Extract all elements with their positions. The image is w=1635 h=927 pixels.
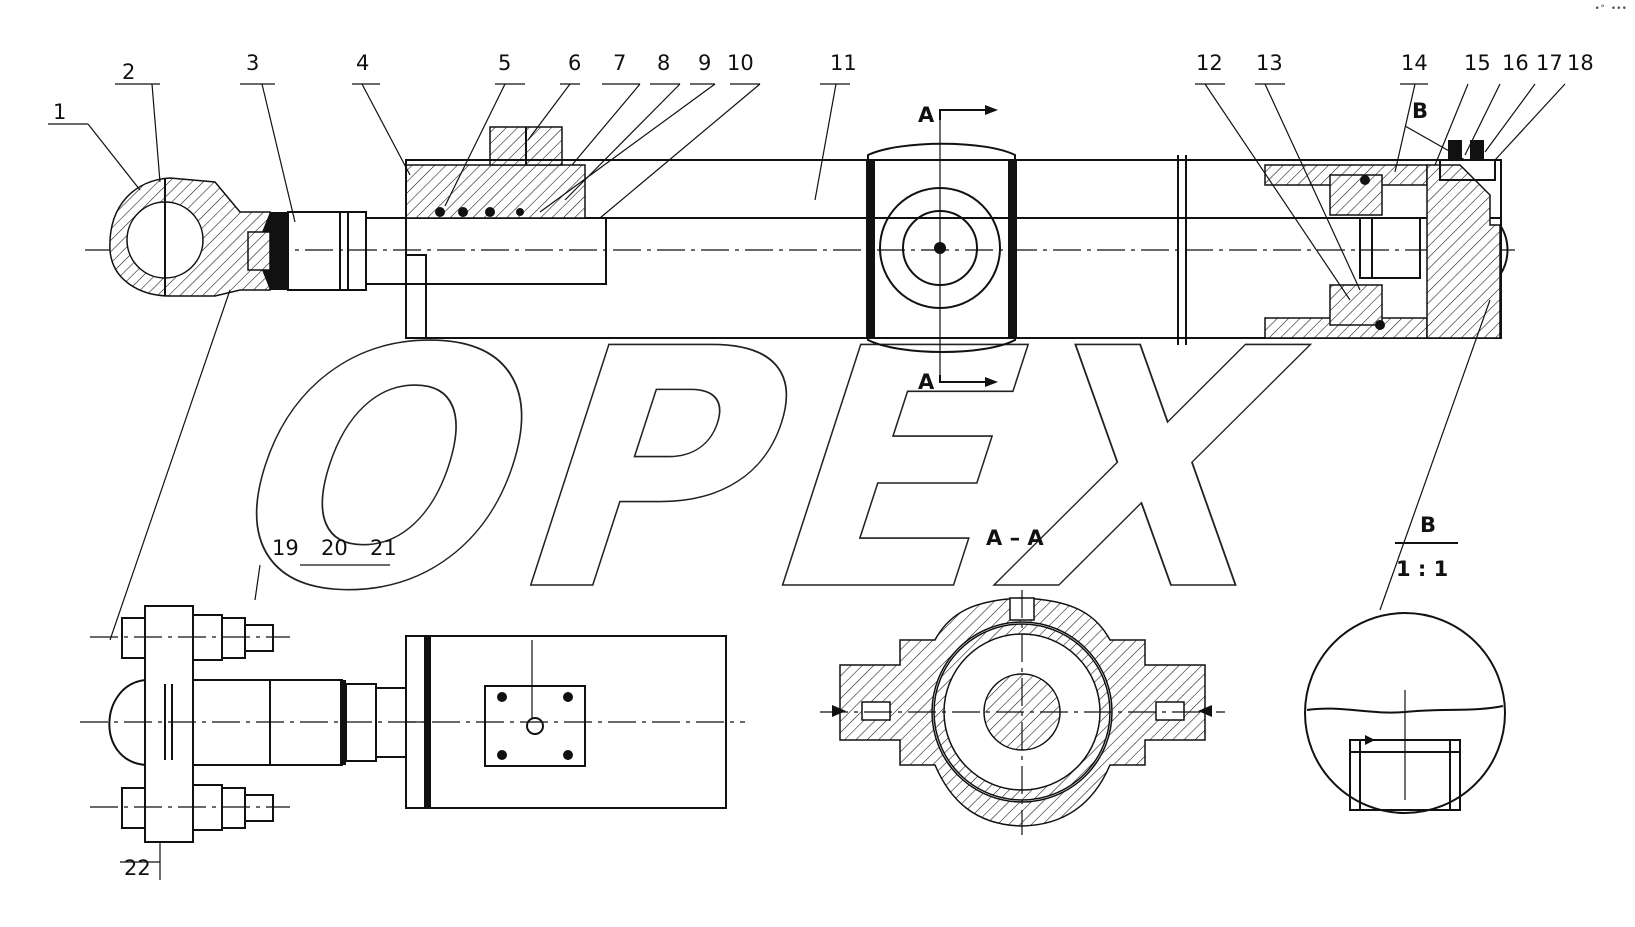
part-label-19: 19	[272, 536, 299, 560]
watermark-opex: OPEX	[184, 278, 1353, 664]
part-label-16: 16	[1502, 51, 1529, 75]
watermark-text: OPEX	[185, 279, 1352, 663]
part-label-7: 7	[613, 51, 626, 75]
part-label-17: 17	[1536, 51, 1563, 75]
section-a-label-top: A	[918, 103, 935, 127]
part-label-1: 1	[53, 100, 66, 124]
main-cylinder-section	[85, 105, 1515, 387]
section-labels: A A B A – A B 1 : 1	[918, 99, 1458, 581]
part-label-8: 8	[657, 51, 670, 75]
detail-b-view	[1304, 612, 1506, 814]
part-label-5: 5	[498, 51, 511, 75]
part-label-3: 3	[246, 51, 259, 75]
section-aa-title: A – A	[986, 526, 1044, 550]
part-label-20: 20	[321, 536, 348, 560]
part-label-18: 18	[1567, 51, 1594, 75]
part-label-15: 15	[1464, 51, 1491, 75]
part-label-21: 21	[370, 536, 397, 560]
part-label-9: 9	[698, 51, 711, 75]
part-label-13: 13	[1256, 51, 1283, 75]
part-label-4: 4	[356, 51, 369, 75]
part-labels: 1 2 3 4 5 6 7 8 9 10 11 12 13 14 15 16 1…	[53, 51, 1594, 880]
part-label-14: 14	[1401, 51, 1428, 75]
section-a-label-bottom: A	[918, 370, 935, 394]
side-view	[80, 564, 745, 880]
leader-lines-top	[48, 83, 1566, 641]
part-label-12: 12	[1196, 51, 1223, 75]
detail-b-title: B	[1420, 513, 1436, 537]
part-label-10: 10	[727, 51, 754, 75]
part-label-11: 11	[830, 51, 857, 75]
detail-b-marker: B	[1412, 99, 1428, 123]
part-label-2: 2	[122, 60, 135, 84]
corner-mark: •° •••	[1594, 4, 1627, 14]
part-label-6: 6	[568, 51, 581, 75]
part-label-22: 22	[124, 856, 151, 880]
section-a-a-view	[820, 590, 1225, 835]
detail-b-scale: 1 : 1	[1396, 557, 1448, 581]
